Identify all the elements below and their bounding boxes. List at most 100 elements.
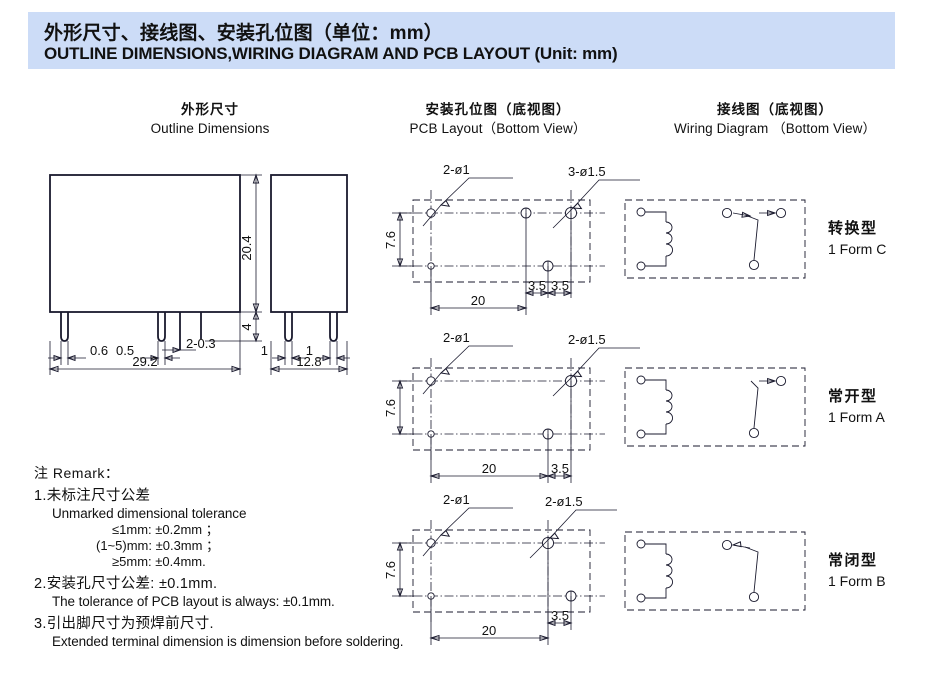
pcb-dim-v-2: 7.6 — [383, 399, 398, 417]
remarks-block: 注 Remark： 1.未标注尺寸公差 Unmarked dimensional… — [34, 466, 464, 648]
column-heading-pcb-cn: 安装孔位图（底视图） — [425, 102, 571, 117]
dim-label-12-8: 12.8 — [296, 354, 321, 369]
contact-nc-3 — [721, 539, 733, 551]
dim-width-29-2: 29.2 — [48, 312, 242, 375]
column-heading-outline: 外形尺寸 Outline Dimensions — [105, 100, 315, 138]
dim-label-0-5: 0.5 — [116, 343, 134, 358]
dim-label-pin-height: 4 — [239, 323, 254, 330]
relay-pins-side — [284, 312, 338, 342]
coil-terminal-3b — [636, 593, 646, 603]
type-label-form-a-cn: 常开型 — [828, 388, 878, 405]
type-label-form-b-cn: 常闭型 — [828, 552, 878, 569]
dim-label-height: 20.4 — [239, 235, 254, 260]
pcb-dim-v-3: 7.6 — [383, 561, 398, 579]
relay-body-side — [270, 174, 348, 313]
remark-1-cn: 1.未标注尺寸公差 — [34, 488, 151, 504]
remark-3-en: Extended terminal dimension is dimension… — [52, 633, 404, 649]
column-heading-outline-cn: 外形尺寸 — [181, 102, 239, 117]
remark-3-cn: 3.引出脚尺寸为预焊前尺寸. — [34, 616, 214, 632]
dim-pin-width-0-6: 0.6 — [48, 341, 108, 365]
wiring-diagram-form-b — [624, 531, 806, 611]
dim-label-0-6: 0.6 — [90, 343, 108, 358]
pcb-outline-3 — [412, 529, 591, 613]
contact-common-3 — [748, 591, 760, 603]
column-heading-pcb: 安装孔位图（底视图） PCB Layout（Bottom View） — [383, 100, 613, 138]
wiring-outline-3 — [624, 531, 806, 611]
dim-pin-height-4: 4 — [205, 310, 262, 343]
type-label-form-b: 常闭型 1 Form B — [828, 550, 886, 592]
type-label-form-a-en: 1 Form A — [828, 409, 885, 425]
pcb-dim-h-2: 20 — [482, 461, 496, 476]
pcb-layout-form-a: 2-ø1 2-ø1.5 7.6 20 3.5 — [383, 330, 640, 483]
wiring-outline-2 — [624, 367, 806, 447]
wiring-diagram-form-c — [624, 199, 806, 279]
pcb-label-3-right: 2-ø1.5 — [545, 494, 583, 509]
remark-1-sub-3: ≥5mm: ±0.4mm. — [112, 554, 206, 569]
pcb-label-1-right: 3-ø1.5 — [568, 164, 606, 179]
pcb-label-1-left: 2-ø1 — [443, 162, 470, 177]
pcb-dim-h-1: 20 — [471, 293, 485, 308]
remark-2-cn: 2.安装孔尺寸公差: ±0.1mm. — [34, 576, 218, 592]
relay-body-front — [49, 174, 241, 313]
contact-common-2 — [748, 427, 760, 439]
pcb-dim-v-1: 7.6 — [383, 231, 398, 249]
dim-side-pin-left-1: 1 — [261, 341, 306, 365]
remark-1-sub-1: ≤1mm: ±0.2mm ； — [112, 522, 219, 537]
dim-label-side-pin-right: 1 — [306, 343, 313, 358]
pcb-outline-2 — [412, 367, 591, 451]
header-band — [28, 12, 895, 69]
wiring-diagram-form-a — [624, 367, 806, 447]
dim-label-29-2: 29.2 — [132, 354, 157, 369]
column-heading-outline-en: Outline Dimensions — [150, 121, 270, 136]
type-label-form-c-cn: 转换型 — [828, 220, 878, 237]
remark-1-sub-2: (1~5)mm: ±0.3mm ； — [96, 538, 220, 553]
pcb-dim-r1-1: 3.5 — [528, 278, 546, 293]
coil-terminal-1a — [636, 207, 646, 217]
column-heading-wiring-cn: 接线图（底视图） — [717, 102, 833, 117]
contact-no-1 — [775, 207, 787, 219]
contact-no-2 — [775, 375, 787, 387]
pcb-layout-form-c: 2-ø1 3-ø1.5 7.6 20 3.5 3.5 — [383, 162, 640, 315]
remark-1-en: Unmarked dimensional tolerance — [52, 505, 247, 521]
coil-symbol-3 — [665, 553, 673, 589]
contact-common-1 — [748, 259, 760, 271]
header-title-en: OUTLINE DIMENSIONS,WIRING DIAGRAM AND PC… — [44, 44, 618, 63]
dim-height-20-4: 20.4 — [239, 173, 262, 314]
type-label-form-c: 转换型 1 Form C — [828, 218, 886, 260]
pcb-outline-1 — [412, 199, 591, 283]
remark-item-1: 1.未标注尺寸公差 Unmarked dimensional tolerance… — [34, 489, 464, 568]
header-title-cn: 外形尺寸、接线图、安装孔位图（单位：mm） — [44, 23, 443, 44]
dim-side-width-12-8: 12.8 — [269, 341, 349, 375]
dim-side-pin-right-1: 1 — [306, 341, 350, 365]
type-label-form-b-en: 1 Form B — [828, 573, 886, 589]
coil-symbol-1 — [665, 221, 673, 257]
coil-terminal-2a — [636, 375, 646, 385]
column-heading-wiring-en: Wiring Diagram （Bottom View） — [673, 121, 877, 136]
remark-item-2: 2.安装孔尺寸公差: ±0.1mm. The tolerance of PCB … — [34, 577, 464, 608]
dim-label-side-pin-left: 1 — [261, 343, 268, 358]
coil-symbol-2 — [665, 389, 673, 425]
dim-pin-width-0-5: 0.5 — [116, 341, 180, 365]
contact-nc-1 — [721, 207, 733, 219]
coil-terminal-3a — [636, 539, 646, 549]
dim-label-2-0-3: 2-0.3 — [186, 336, 216, 351]
remark-2-en: The tolerance of PCB layout is always: ±… — [52, 593, 335, 609]
pcb-dim-h-3: 20 — [482, 623, 496, 638]
type-label-form-a: 常开型 1 Form A — [828, 386, 885, 428]
pcb-dim-r1-2: 3.5 — [551, 461, 569, 476]
remark-item-3: 3.引出脚尺寸为预焊前尺寸. Extended terminal dimensi… — [34, 617, 464, 648]
relay-pins-front — [60, 312, 202, 350]
pcb-label-3-left: 2-ø1 — [443, 492, 470, 507]
pcb-dim-r2-1: 3.5 — [551, 278, 569, 293]
coil-terminal-1b — [636, 261, 646, 271]
remarks-title: 注 Remark： — [34, 465, 120, 481]
wiring-outline-1 — [624, 199, 806, 279]
column-heading-wiring: 接线图（底视图） Wiring Diagram （Bottom View） — [640, 100, 910, 138]
dim-pin-width-2-0-3: 2-0.3 — [162, 336, 216, 354]
pcb-label-2-right: 2-ø1.5 — [568, 332, 606, 347]
pcb-layout-form-b: 2-ø1 2-ø1.5 7.6 20 3.5 — [383, 492, 617, 645]
column-heading-pcb-en: PCB Layout（Bottom View） — [409, 121, 587, 136]
pcb-dim-r1-3: 3.5 — [551, 608, 569, 623]
coil-terminal-2b — [636, 429, 646, 439]
